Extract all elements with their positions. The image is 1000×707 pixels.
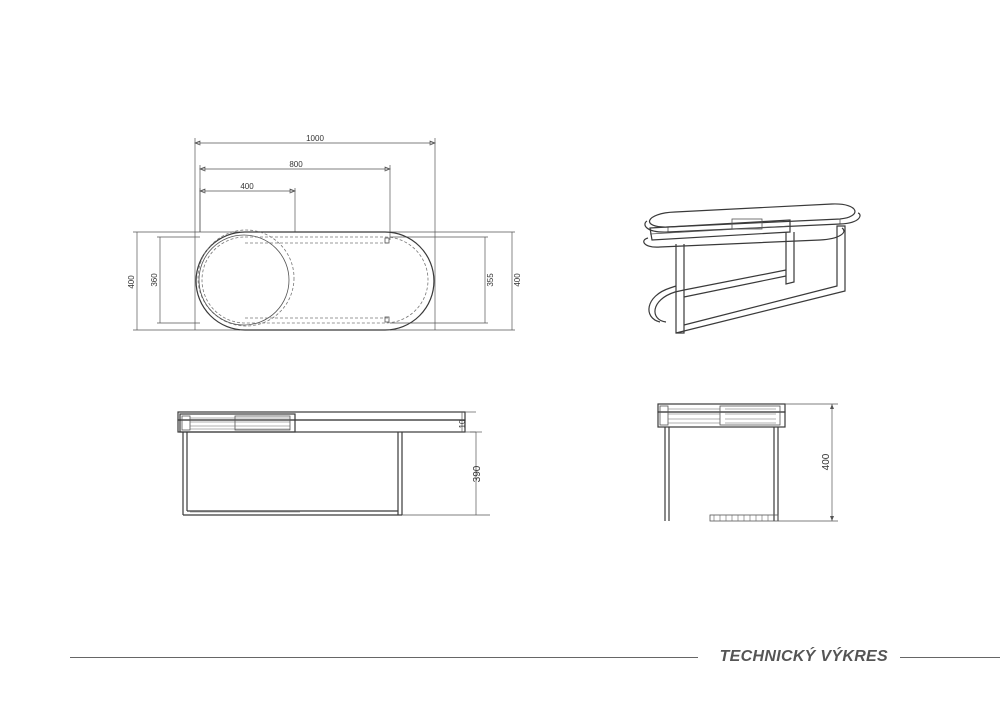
front-view: 10 390 <box>177 411 490 516</box>
footer-rule-left <box>70 657 698 658</box>
dim-top-thickness: 10 <box>458 419 467 428</box>
dim-height-left-360: 360 <box>150 273 159 287</box>
dim-width-1000: 1000 <box>306 134 324 143</box>
dim-height-right-355: 355 <box>486 273 495 287</box>
dim-width-400: 400 <box>240 182 254 191</box>
dim-width-800: 800 <box>289 160 303 169</box>
footer-rule-right <box>900 657 1000 658</box>
dim-height-left-400: 400 <box>127 275 136 289</box>
top-view: 1000 800 400 400 360 355 400 <box>127 134 522 331</box>
side-view: 400 <box>657 403 838 522</box>
dim-total-height: 400 <box>821 453 832 470</box>
perspective-view <box>643 203 861 334</box>
drawing-title: TECHNICKÝ VÝKRES <box>719 648 888 665</box>
tabletop-outline <box>195 231 435 331</box>
dim-height-right-400: 400 <box>513 273 522 287</box>
dim-leg-height: 390 <box>472 465 483 482</box>
